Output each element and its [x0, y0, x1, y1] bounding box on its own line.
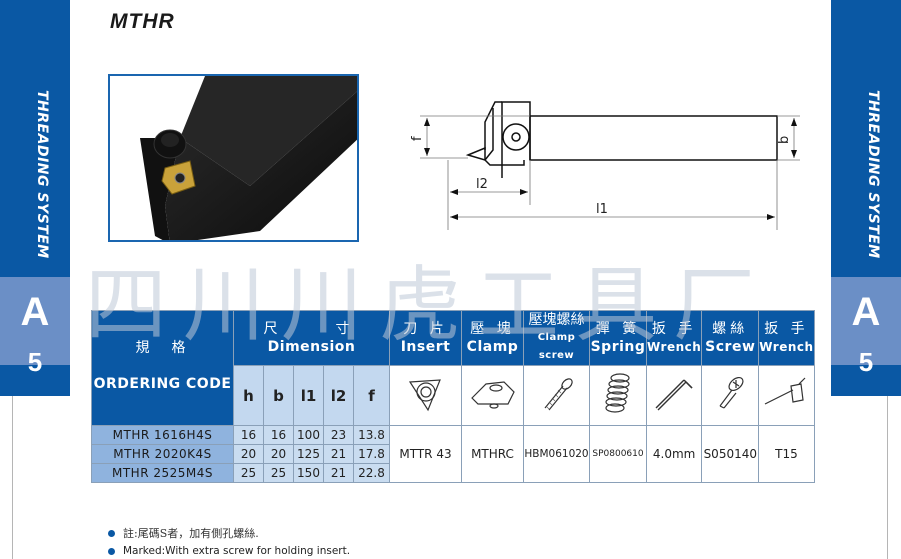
dim-label-f: f — [410, 136, 425, 141]
note-en: Marked:With extra screw for holding inse… — [108, 542, 350, 559]
notes: 註:尾碼S者，加有側孔螺絲. Marked:With extra screw f… — [108, 524, 350, 559]
dim-label-l1: l1 — [596, 202, 608, 217]
part-wrench-2: T15 — [758, 425, 815, 483]
dimension-en: Dimension — [267, 339, 356, 355]
dim-label-b: b — [777, 136, 792, 144]
ordering-code-en: ORDERING CODE — [93, 376, 232, 392]
table-row-code: MTHR 2020K4S — [91, 444, 234, 464]
ordering-code-zh: 規 格 — [135, 340, 190, 356]
ordering-code-header: 規 格 ORDERING CODE — [91, 310, 234, 426]
section-label: THREADING SYSTEM — [865, 90, 881, 259]
section-label: THREADING SYSTEM — [34, 90, 50, 259]
spring-icon — [589, 365, 647, 426]
side-band-dark-bottom — [0, 365, 70, 396]
hex-wrench-icon — [645, 365, 703, 426]
cell-h: 20 — [233, 444, 264, 464]
side-band-dark-bottom — [831, 365, 901, 396]
cell-l1: 125 — [293, 444, 324, 464]
note-text: Marked:With extra screw for holding inse… — [123, 545, 351, 557]
cell-f: 22.8 — [353, 463, 390, 483]
product-photo — [108, 74, 359, 242]
cell-f: 17.8 — [353, 444, 390, 464]
bullet-icon — [108, 529, 115, 537]
torx-wrench-icon — [758, 365, 815, 426]
part-spring: SP0800610 — [589, 425, 647, 483]
side-band-dark — [0, 0, 70, 277]
tool-holder-image — [140, 76, 357, 240]
side-tab-right: THREADING SYSTEM A 5 — [831, 0, 901, 396]
dim-col-f: f — [353, 365, 390, 426]
bullet-icon — [108, 547, 115, 555]
note-text: 註:尾碼S者，加有側孔螺絲. — [123, 527, 259, 540]
cell-f: 13.8 — [353, 425, 390, 445]
clamp-screw-icon — [523, 365, 590, 426]
table-row-code: MTHR 1616H4S — [91, 425, 234, 445]
margin-line-left — [12, 396, 13, 559]
cell-l2: 21 — [323, 444, 354, 464]
side-tab-left: THREADING SYSTEM A 5 — [0, 0, 70, 396]
cell-b: 16 — [263, 425, 294, 445]
dim-col-l1: l1 — [293, 365, 324, 426]
side-band-light — [831, 277, 901, 365]
dimension-drawing: f b l2 l1 — [410, 101, 805, 230]
cell-b: 25 — [263, 463, 294, 483]
screw-icon — [701, 365, 760, 426]
part-insert: MTTR 43 — [389, 425, 462, 483]
technical-drawing: f b l2 l1 — [400, 90, 805, 240]
cell-l2: 23 — [323, 425, 354, 445]
section-letter: A — [851, 290, 881, 334]
dim-col-h: h — [233, 365, 264, 426]
dimension-zh: 尺 寸 — [263, 321, 360, 337]
side-band-light — [0, 277, 70, 365]
page-title: MTHR — [110, 10, 175, 33]
dim-col-b: b — [263, 365, 294, 426]
cell-h: 25 — [233, 463, 264, 483]
part-wrench: 4.0mm — [645, 425, 703, 483]
section-number: 5 — [858, 347, 874, 377]
insert-icon — [389, 365, 462, 426]
part-clamp-screw: HBM061020 — [523, 425, 590, 483]
part-clamp: MTHRC — [461, 425, 524, 483]
part-screw: S050140 — [701, 425, 760, 483]
cell-l1: 100 — [293, 425, 324, 445]
note-zh: 註:尾碼S者，加有側孔螺絲. — [108, 524, 350, 542]
dim-label-l2: l2 — [476, 177, 488, 192]
side-band-dark — [831, 0, 901, 277]
cell-b: 20 — [263, 444, 294, 464]
cell-l2: 21 — [323, 463, 354, 483]
margin-line-right — [887, 396, 888, 559]
cell-h: 16 — [233, 425, 264, 445]
table-row-code: MTHR 2525M4S — [91, 463, 234, 483]
clamp-icon — [461, 365, 524, 426]
section-letter: A — [20, 290, 50, 334]
dim-col-l2: l2 — [323, 365, 354, 426]
section-number: 5 — [27, 347, 43, 377]
cell-l1: 150 — [293, 463, 324, 483]
dimension-header: 尺 寸 Dimension — [233, 310, 390, 366]
